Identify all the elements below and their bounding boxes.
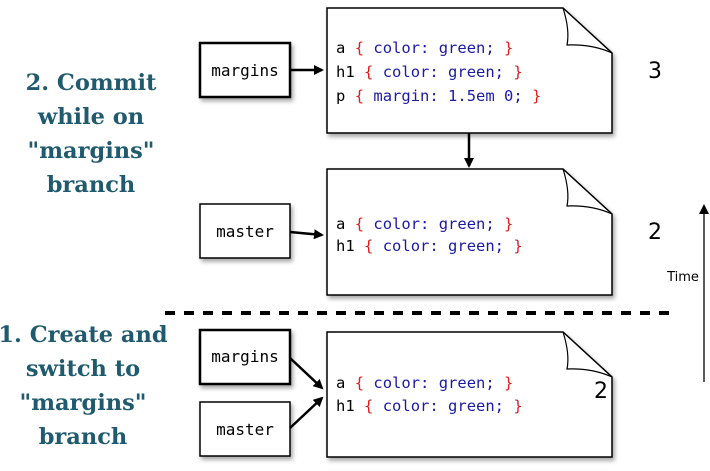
step-2-line-4: branch: [47, 172, 136, 198]
branch-pointer-master-bottom: master: [199, 401, 291, 457]
commit-2-document-bottom: a { color: green; } h1 { color: green; }: [326, 331, 613, 458]
commit-2-document: a { color: green; } h1 { color: green; }: [326, 168, 613, 296]
step-2-label: 2. Commit while on "margins" branch: [26, 70, 157, 198]
arrow-master-to-commit-2-bottom: [289, 396, 324, 429]
step-2-line-3: "margins": [28, 138, 155, 164]
commit-3-document: a { color: green; } h1 { color: green; }…: [326, 7, 613, 134]
commit-3-line-3: p { margin: 1.5em 0; }: [336, 87, 541, 105]
commit-2-bottom-line-2: h1 { color: green; }: [336, 397, 523, 415]
step-1-line-1: 1. Create and: [0, 322, 168, 348]
branch-pointer-master-middle: master: [199, 203, 291, 259]
step-1-line-4: branch: [39, 424, 128, 450]
branch-label-master: master: [216, 222, 274, 241]
commit-2-bottom-number: 2: [594, 379, 608, 404]
branch-pointer-margins-top: margins: [198, 41, 292, 99]
branch-label-margins: margins: [211, 347, 278, 366]
step-1-label: 1. Create and switch to "margins" branch: [0, 322, 168, 450]
commit-3-number: 3: [648, 59, 662, 84]
commit-3-line-2: h1 { color: green; }: [336, 63, 523, 81]
time-axis-label: Time: [666, 270, 699, 285]
commit-3-line-1: a { color: green; }: [336, 39, 513, 57]
step-2-line-2: while on: [37, 104, 144, 130]
step-1-line-3: "margins": [20, 390, 147, 416]
arrow-master-to-commit-2: [289, 229, 324, 240]
step-1-line-2: switch to: [26, 356, 140, 382]
branch-pointer-margins-bottom: margins: [198, 328, 292, 386]
commit-2-bottom-line-1: a { color: green; }: [336, 374, 513, 392]
commit-2-line-1: a { color: green; }: [336, 215, 513, 233]
time-axis: Time: [666, 204, 709, 382]
commit-2-number: 2: [648, 220, 662, 245]
branch-label-margins: margins: [211, 61, 278, 80]
step-2-line-1: 2. Commit: [26, 70, 157, 96]
arrow-margins-to-commit-2-bottom: [289, 357, 324, 390]
commit-2-line-2: h1 { color: green; }: [336, 237, 523, 255]
branch-label-master: master: [216, 420, 274, 439]
